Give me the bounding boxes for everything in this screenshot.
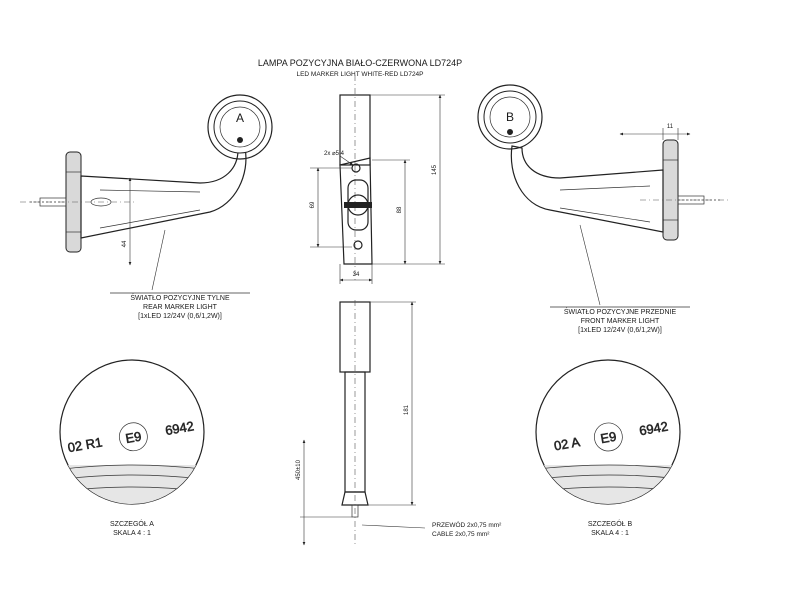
rear-dimension-44: 44 [122, 240, 128, 247]
detail-a: 02 R1 E9 6942 [59, 359, 205, 505]
detail-b-caption-scale: SKALA 4 : 1 [591, 530, 629, 537]
front-caption-line-2: FRONT MARKER LIGHT [581, 318, 660, 325]
detail-b: 02 A E9 6942 [535, 359, 681, 505]
detail-b-marking-e9: E9 [599, 429, 617, 447]
drawing-title: LAMPA POZYCYJNA BIAŁO-CZERWONA LD724P [258, 58, 462, 68]
detail-a-marking-number: 6942 [164, 418, 195, 438]
detail-a-marking-e9: E9 [124, 429, 142, 447]
rear-caption-line-3: [1xLED 12/24V (0,6/1,2W)] [138, 313, 222, 320]
front-marker-light-view: B 11 [477, 84, 730, 306]
center-views: 2x ⌀5,4 69 88 145 34 181 450±10 [296, 75, 445, 546]
cable-length-dimension: 450±10 [296, 459, 302, 480]
stem-length-dimension: 181 [404, 404, 410, 415]
rear-caption-line-2: REAR MARKER LIGHT [143, 304, 218, 311]
stem-top-view [339, 94, 371, 166]
front-lamp-head [477, 84, 543, 150]
detail-b-caption-title: SZCZEGÓŁ B [588, 519, 633, 528]
hole-dimension: 2x ⌀5,4 [324, 151, 345, 157]
front-caption-line-3: [1xLED 12/24V (0,6/1,2W)] [578, 327, 662, 334]
front-mounting-plate [662, 139, 679, 241]
front-dimension-11: 11 [667, 124, 674, 130]
total-height-dimension: 145 [432, 164, 438, 175]
mount-dimension-69: 69 [310, 201, 316, 208]
drawing-subtitle: LED MARKER LIGHT WHITE-RED LD724P [296, 71, 423, 78]
detail-b-marking-number: 6942 [638, 419, 669, 439]
detail-b-marking-approval: 02 A [553, 434, 582, 453]
front-detail-letter: B [506, 110, 514, 124]
width-dimension: 34 [353, 272, 360, 278]
mount-dimension-88: 88 [397, 206, 403, 213]
cable-label-pl: PRZEWÓD 2x0,75 mm² [432, 520, 502, 529]
rear-caption-line-1: ŚWIATŁO POZYCYJNE TYLNE [130, 293, 230, 302]
rear-arm [80, 147, 247, 239]
rear-marker-light-view: A 44 [20, 94, 273, 291]
detail-a-caption-title: SZCZEGÓŁ A [110, 519, 154, 528]
rear-lamp-head [207, 94, 273, 160]
front-arm [510, 145, 664, 233]
front-caption-line-1: ŚWIATŁO POZYCYJNE PRZEDNIE [564, 307, 677, 316]
detail-a-caption-scale: SKALA 4 : 1 [113, 530, 151, 537]
detail-a-marking-approval: 02 R1 [67, 434, 104, 455]
rear-detail-letter: A [236, 111, 244, 125]
cable-label-en: CABLE 2x0,75 mm² [432, 531, 490, 538]
